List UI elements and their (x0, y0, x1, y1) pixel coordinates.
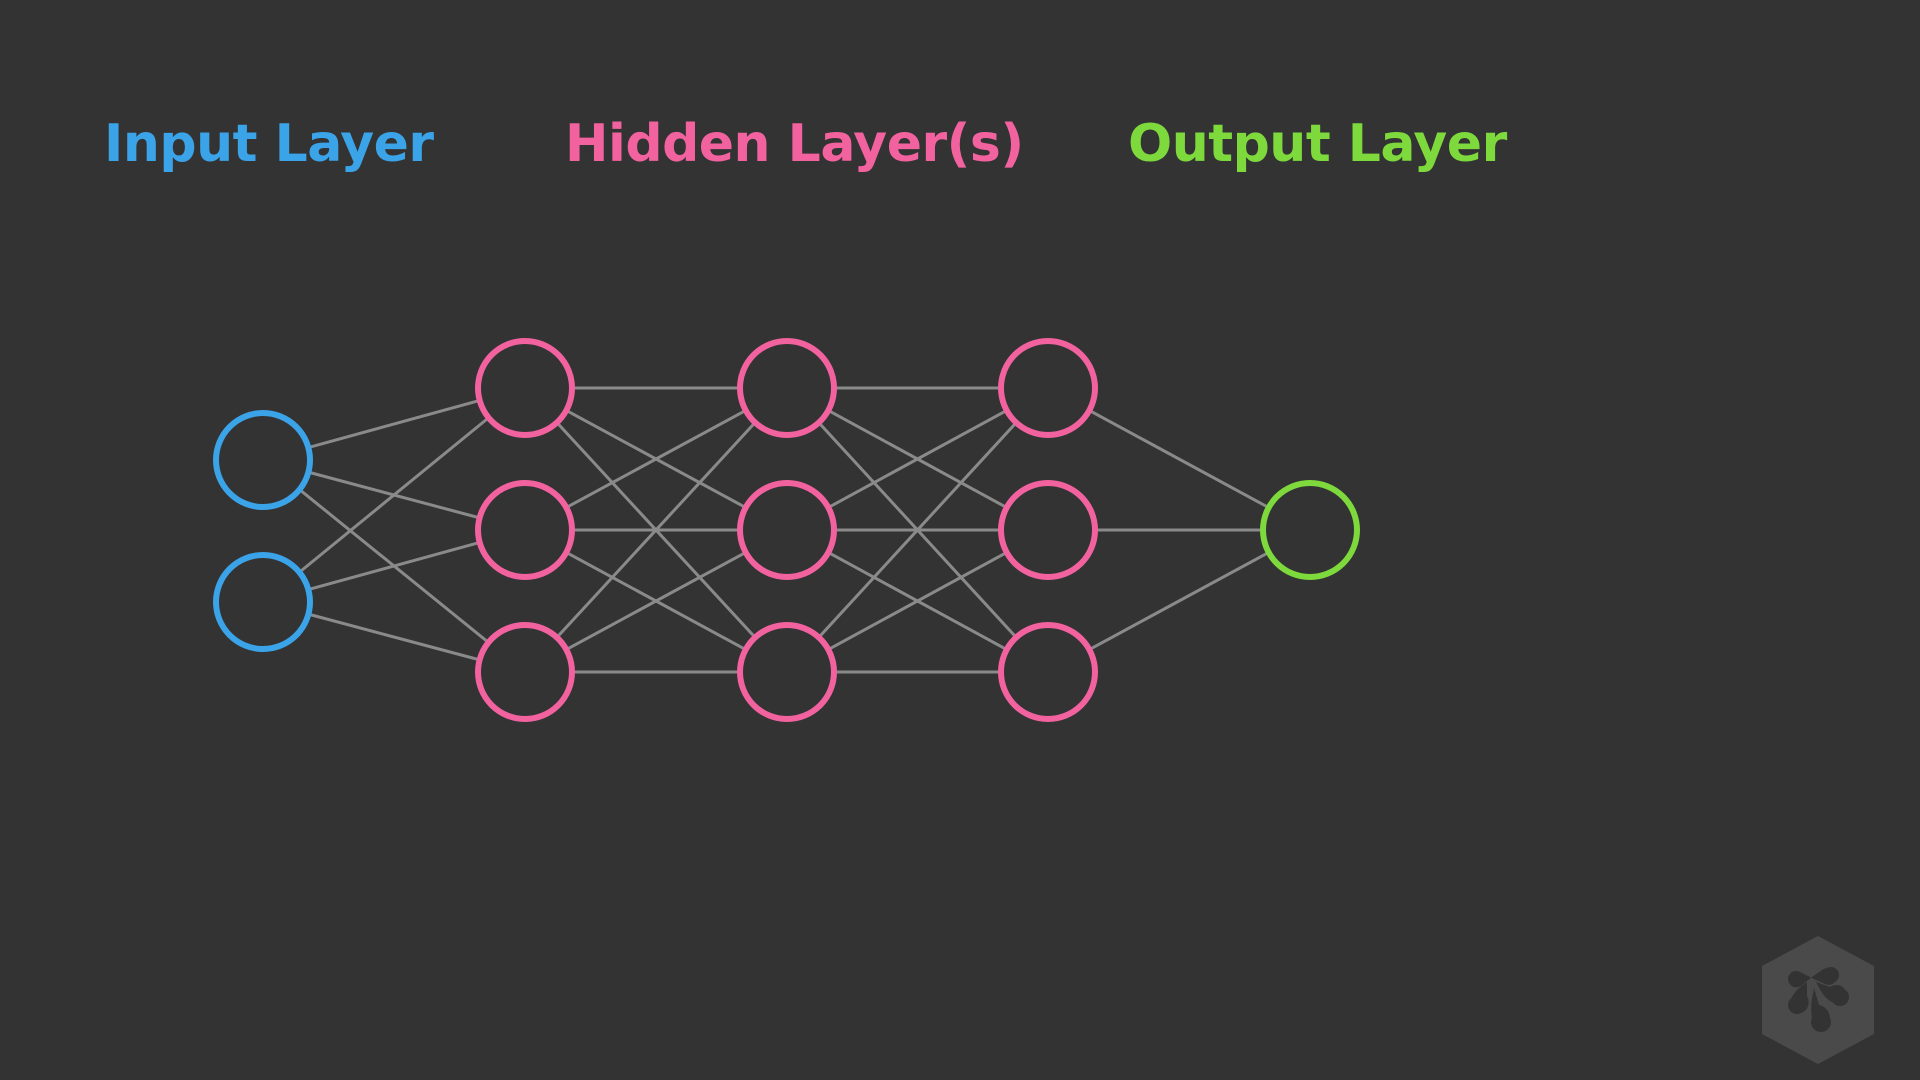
node-o1 (1260, 480, 1360, 580)
edge-i2-to-h1_1 (297, 416, 491, 574)
output-layer-label: Output Layer (1128, 114, 1507, 174)
node-h3_3 (998, 622, 1098, 722)
node-h2_1 (737, 338, 837, 438)
edges-group (297, 386, 1271, 674)
edge-h2_3-to-h3_1 (817, 421, 1018, 639)
node-h1_2 (475, 480, 575, 580)
edge-i2-to-h1_2 (306, 540, 482, 592)
node-h3_2 (998, 480, 1098, 580)
hexagon-shape (1762, 936, 1874, 1064)
edge-h2_2-to-h3_1 (826, 408, 1009, 510)
node-i1 (213, 410, 313, 510)
edge-h3_1-to-o1 (1087, 408, 1271, 510)
nodes-group (213, 338, 1360, 722)
edge-h3_3-to-o1 (1087, 550, 1271, 652)
node-i2 (213, 552, 313, 652)
hexagon-neuron-watermark-logo (1762, 936, 1874, 1064)
neuron-glyph (1788, 967, 1849, 1032)
node-h3_1 (998, 338, 1098, 438)
edge-i2-to-h1_3 (306, 612, 482, 662)
edge-h1_3-to-h2_1 (555, 421, 757, 639)
edge-h2_3-to-h3_2 (826, 550, 1009, 652)
node-h1_1 (475, 338, 575, 438)
edge-i1-to-h1_1 (306, 398, 482, 450)
hidden-layer-label: Hidden Layer(s) (565, 114, 1024, 174)
edge-h1_3-to-h2_2 (564, 550, 748, 652)
node-h2_3 (737, 622, 837, 722)
edge-h1_2-to-h2_1 (564, 408, 748, 510)
node-h1_3 (475, 622, 575, 722)
node-h2_2 (737, 480, 837, 580)
input-layer-label: Input Layer (104, 114, 434, 174)
